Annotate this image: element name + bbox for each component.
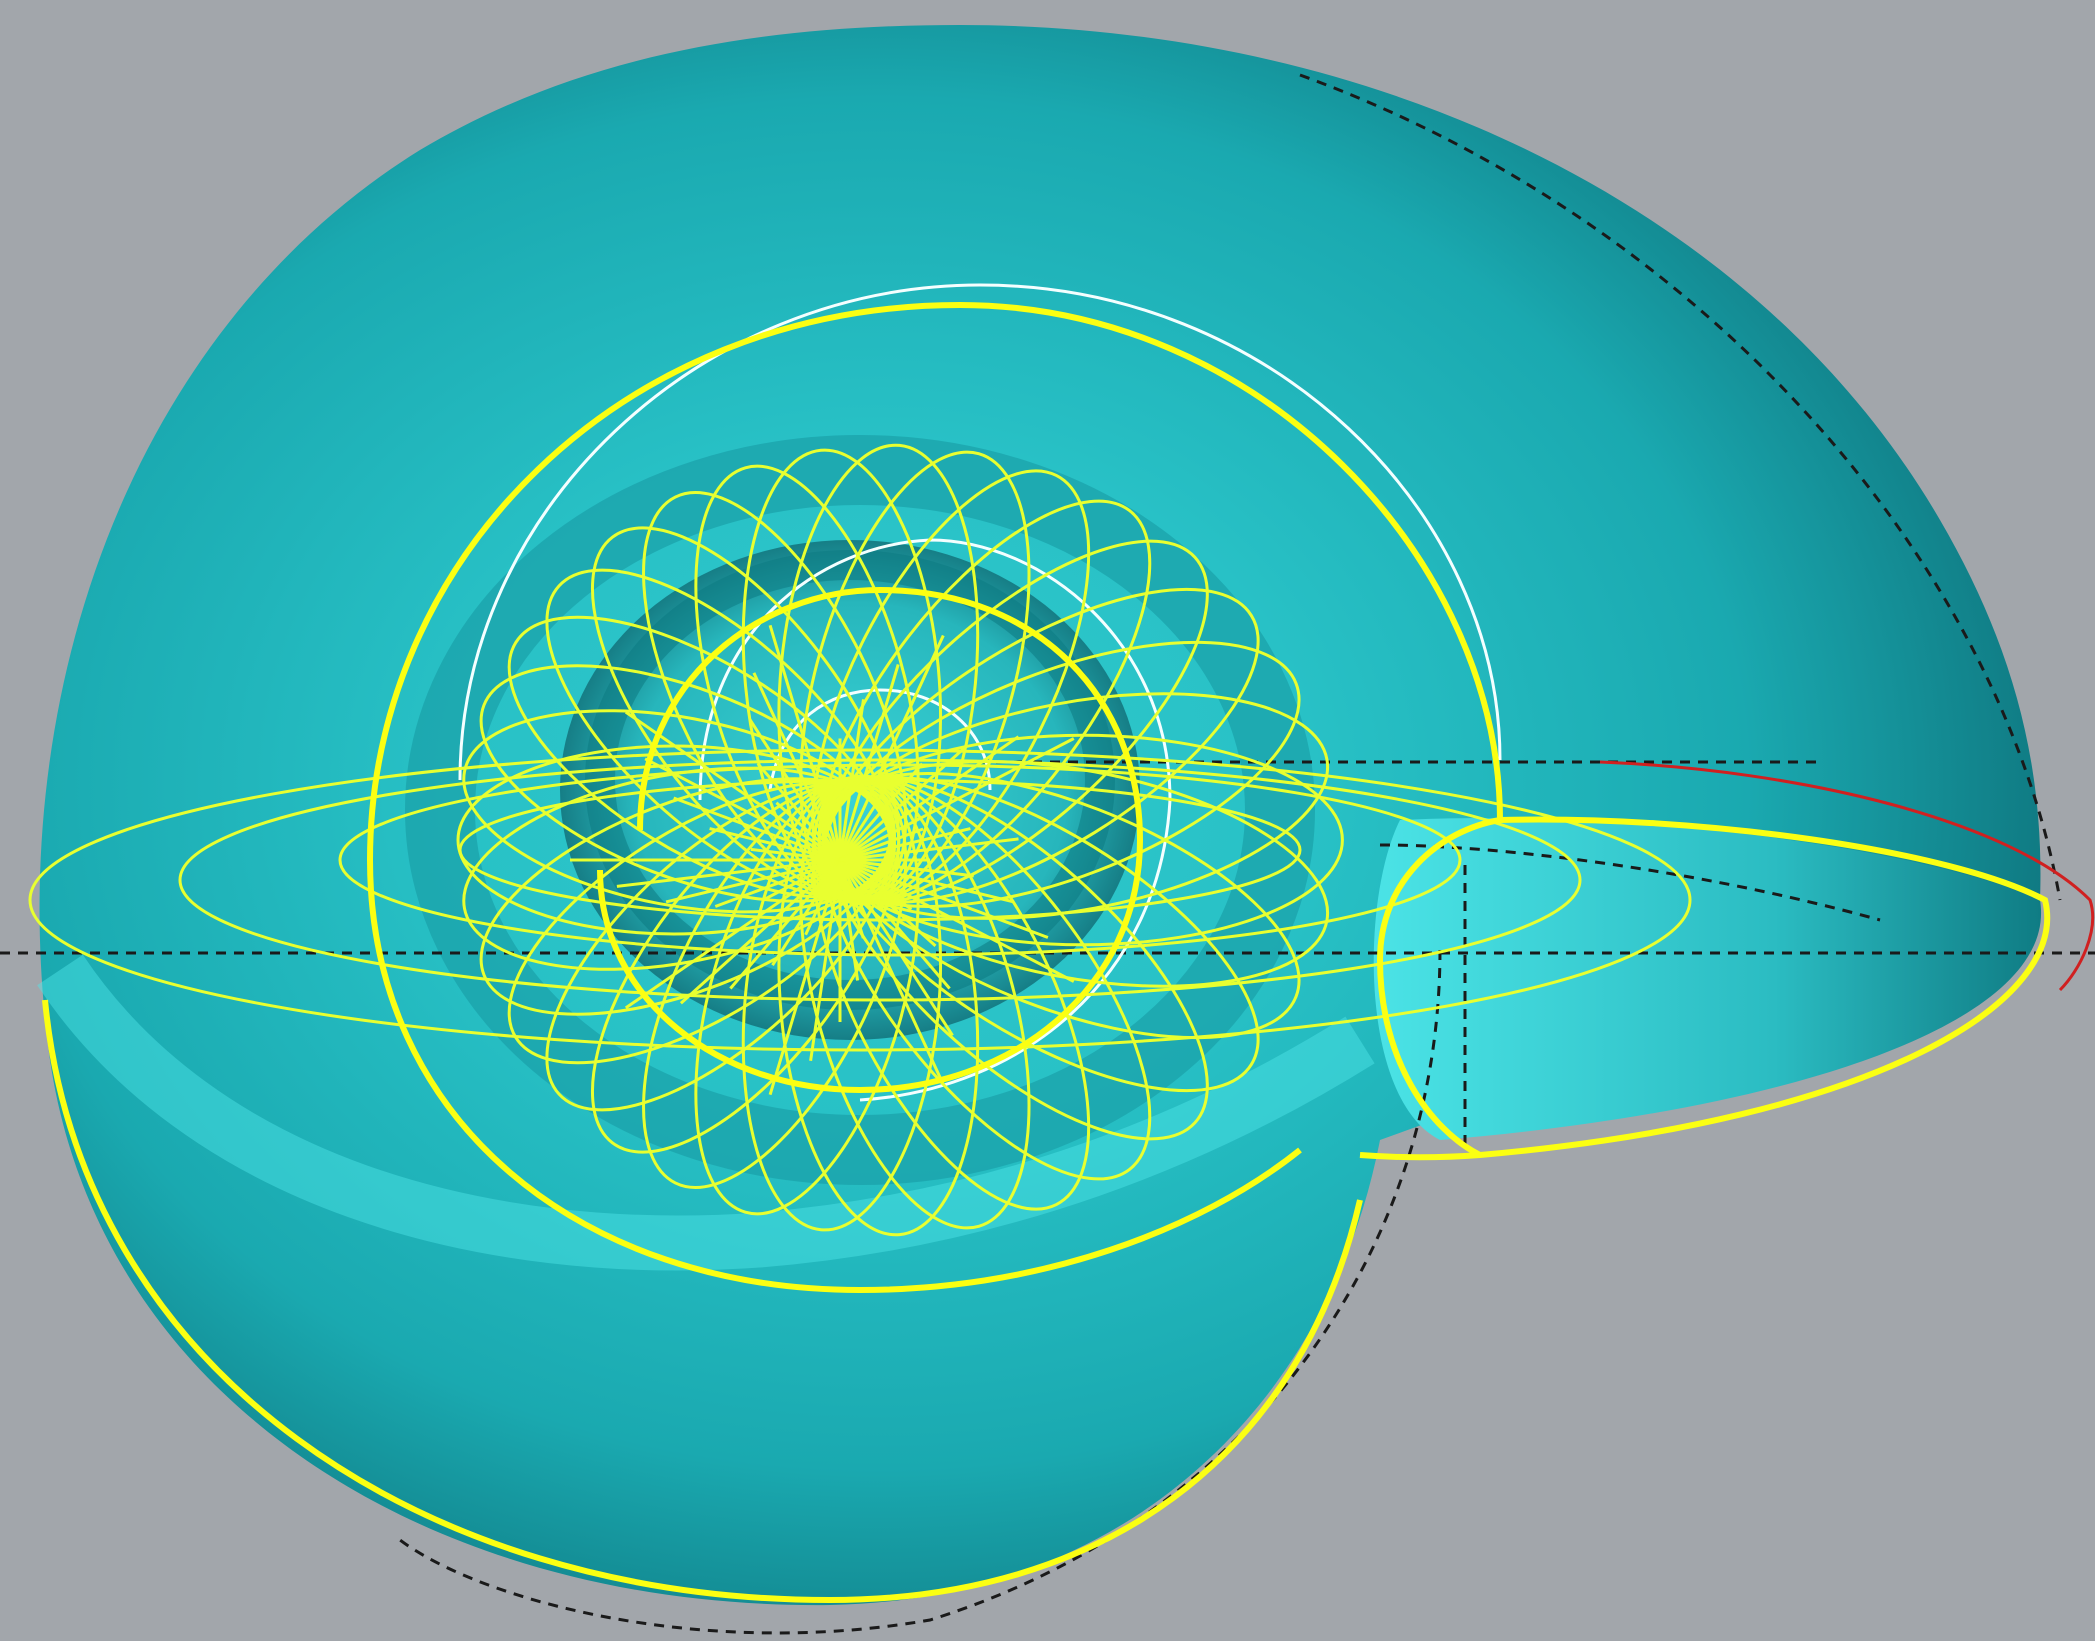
wireframe-spoke bbox=[839, 735, 1020, 862]
wireframe-spoke bbox=[838, 789, 887, 861]
wireframe-spoke bbox=[838, 859, 865, 939]
wireframe-spoke bbox=[679, 858, 842, 1005]
wireframe-spoke bbox=[839, 858, 974, 878]
wireframe-spoke bbox=[838, 859, 945, 1086]
wireframe-ellipse bbox=[545, 781, 897, 1112]
wireframe-spoke bbox=[838, 859, 954, 1037]
wireframe-ring bbox=[28, 748, 1692, 1052]
wireframe-spoke bbox=[624, 858, 841, 1010]
wireframe-spoke bbox=[838, 699, 865, 861]
wireframe-spoke bbox=[616, 858, 841, 888]
wireframe-spoke bbox=[768, 624, 842, 861]
wireframe-spoke bbox=[771, 859, 842, 967]
wireframe-spoke bbox=[838, 859, 860, 981]
wireframe-ellipse bbox=[642, 491, 908, 902]
wireframe-spoke bbox=[839, 827, 971, 862]
wireframe-spoke bbox=[839, 858, 913, 911]
wireframe-spoke bbox=[839, 737, 1075, 862]
wireframe-spoke bbox=[804, 859, 842, 936]
wireframe-spoke bbox=[709, 827, 841, 862]
outline-curves bbox=[42, 301, 2051, 1604]
wireframe-spoke bbox=[838, 744, 969, 862]
wireframe-spoke bbox=[838, 859, 951, 990]
wireframe-spoke bbox=[750, 847, 841, 862]
wireframe-spoke bbox=[838, 858, 937, 948]
red-profile-curve bbox=[1599, 760, 2095, 992]
wireframe-spoke bbox=[775, 801, 842, 862]
wireframe-spoke bbox=[644, 757, 841, 862]
shell-body bbox=[37, 25, 2042, 1606]
wireframe-spoke bbox=[826, 779, 842, 861]
wireframe-ellipse bbox=[479, 664, 893, 903]
wireframe-spoke bbox=[839, 837, 1019, 862]
wireframe-spoke bbox=[624, 710, 841, 862]
wireframe-spoke bbox=[839, 858, 1049, 939]
wireframe-spoke bbox=[748, 718, 842, 861]
wireframe-spoke bbox=[665, 858, 841, 904]
wireframe-ring bbox=[178, 758, 1582, 1002]
wireframe-spoke bbox=[673, 796, 841, 862]
wireframe-spoke bbox=[729, 859, 842, 990]
wireframe-isocurves bbox=[28, 443, 1692, 1237]
wireframe-spoke bbox=[839, 858, 1015, 904]
wireframe-spoke bbox=[761, 858, 841, 902]
wireframe-spoke bbox=[838, 634, 945, 861]
wireframe-spoke bbox=[839, 827, 924, 862]
wireframe-spoke bbox=[809, 859, 842, 1062]
wireframe-spoke bbox=[714, 858, 841, 908]
wireframe-spoke bbox=[752, 672, 842, 861]
wireframe-spoke bbox=[756, 762, 842, 861]
wireframe-spoke bbox=[768, 859, 842, 1096]
wireframe-spoke bbox=[838, 762, 924, 861]
wireframe-spoke bbox=[839, 858, 1075, 983]
wireframe-spoke bbox=[838, 663, 900, 861]
